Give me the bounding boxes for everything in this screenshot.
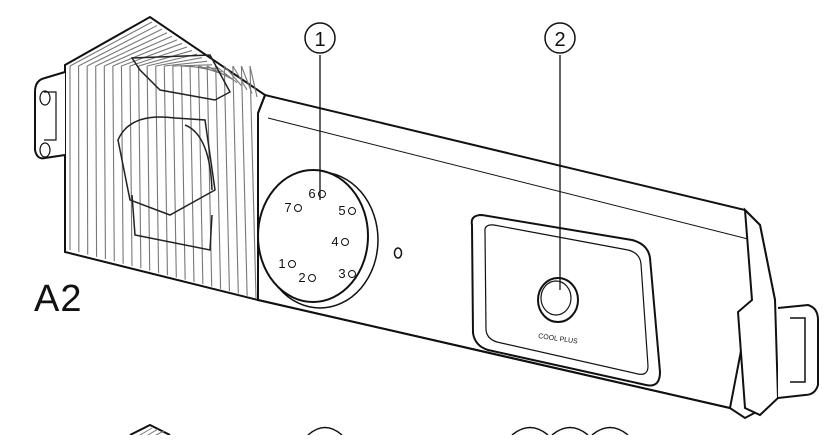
lamp-frame: [130, 54, 232, 101]
lower-callout-c: [551, 426, 589, 436]
left-clip-hole-bottom: [39, 142, 51, 158]
right-clip: [777, 303, 819, 399]
right-end-cap: [736, 207, 780, 417]
lower-figure-ribs: [139, 427, 165, 436]
callout-1-circle: [304, 22, 336, 54]
housing-rib: [232, 65, 248, 294]
cool-plus-button-face: [540, 280, 572, 316]
dial-number: 1: [278, 256, 285, 271]
callout-2-circle: [544, 22, 576, 54]
left-clip: [34, 71, 66, 160]
housing-rib: [112, 39, 178, 262]
lower-callout-b: [511, 426, 549, 436]
housing-ribs: [69, 21, 258, 299]
housing-rib: [103, 35, 173, 260]
left-clip-inner: [44, 91, 57, 141]
housing-rib: [249, 65, 258, 299]
thermostat-dial[interactable]: [257, 169, 369, 303]
housing-rib: [138, 50, 193, 269]
callout-1-number: 1: [314, 29, 325, 51]
dial-number: 6: [308, 186, 315, 201]
dial-tick-mark: [341, 238, 349, 246]
left-clip-hole-top: [39, 90, 51, 106]
ribbed-housing: [64, 15, 267, 302]
dial-tick-mark: [288, 260, 296, 268]
callout-2-number: 2: [554, 29, 565, 51]
dial-tick-mark: [348, 207, 356, 215]
panel-top-edge: [267, 117, 753, 241]
housing-rib: [163, 60, 208, 276]
housing-rib: [95, 32, 168, 257]
indicator-lamp: [393, 247, 403, 259]
dial-number: 5: [338, 203, 345, 218]
dial-tick-mark: [308, 274, 316, 282]
dial-number: 7: [284, 200, 291, 215]
button-recess-inner: [484, 224, 649, 375]
dial-number: 4: [331, 234, 338, 249]
lower-callout-a: [307, 426, 343, 436]
dial-number: 2: [298, 270, 305, 285]
housing-rib: [172, 64, 213, 278]
lower-callout-d: [591, 426, 629, 436]
lamp-frame-lower: [131, 194, 213, 251]
housing-rib: [69, 21, 153, 250]
lamp-cover-inner: [184, 124, 213, 191]
figure-label: A2: [34, 278, 83, 320]
right-clip-inner: [790, 317, 806, 383]
dial-tick-mark: [294, 204, 302, 212]
housing-rib: [86, 28, 163, 255]
housing-rib: [78, 25, 158, 253]
lamp-cover-outline: [117, 116, 216, 216]
dial-numbers: 12 3 4 5 6 7: [278, 186, 356, 285]
dial-tick-mark: [348, 270, 356, 278]
housing-rib: [155, 57, 203, 273]
dial-number: 3: [338, 266, 345, 281]
